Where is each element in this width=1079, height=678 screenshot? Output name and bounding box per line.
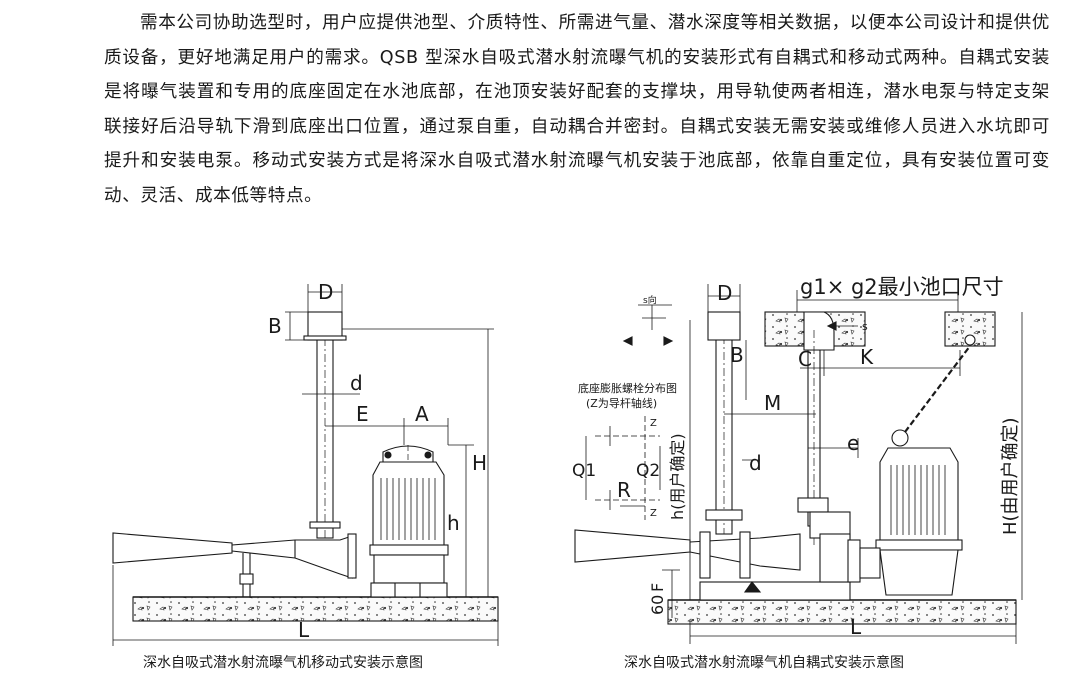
right-jet-nozzle: [574, 529, 691, 563]
left-label-d: d: [350, 371, 363, 395]
right-label-bolt-title: 底座膨胀螺栓分布图: [578, 381, 677, 395]
left-label-H: H: [472, 451, 487, 475]
right-label-R: R: [617, 478, 631, 502]
left-air-inlet-cap: [307, 311, 343, 341]
right-label-pit-size: g1× g2最小池口尺寸: [800, 275, 1004, 299]
left-label-h: h: [447, 511, 460, 535]
right-label-Z-bottom: Z: [650, 508, 657, 519]
left-jet-nozzle: [112, 532, 233, 564]
description-text: 需本公司协助选型时，用户应提供池型、介质特性、所需进气量、潜水深度等相关数据，以…: [104, 13, 1050, 206]
right-label-Q1: Q1: [572, 461, 596, 481]
right-label-Z-top: Z: [650, 418, 657, 429]
right-installation-diagram: [574, 284, 1023, 644]
right-diagram-caption: 深水自吸式潜水射流曝气机自耦式安装示意图: [624, 654, 904, 671]
right-label-B: B: [730, 343, 744, 367]
right-ground-slab: [667, 599, 1017, 625]
left-label-L: L: [298, 618, 310, 642]
left-diagram-caption: 深水自吸式潜水射流曝气机移动式安装示意图: [143, 654, 423, 671]
right-label-M: M: [764, 391, 781, 415]
right-label-bolt-subtitle: (Z为导杆轴线): [586, 396, 657, 410]
right-label-h-user: h(用户确定): [668, 433, 687, 520]
left-dimension-labels: D B d E A H h L: [268, 280, 487, 642]
right-label-d: d: [749, 451, 762, 475]
right-air-inlet-cap: [707, 311, 741, 341]
right-label-60: 60: [648, 595, 667, 615]
right-label-K: K: [860, 345, 874, 369]
right-label-F: F: [648, 583, 667, 592]
left-label-A: A: [415, 402, 429, 426]
left-label-B: B: [268, 314, 282, 338]
right-label-s-direction: s向: [643, 294, 657, 306]
right-label-C: C: [798, 347, 812, 371]
left-ground-slab: [132, 596, 499, 622]
right-label-e: e: [847, 431, 859, 455]
left-label-E: E: [356, 402, 369, 426]
right-label-H-user: H(由用户确定): [1000, 417, 1021, 535]
right-label-Q2: Q2: [636, 461, 660, 481]
right-label-D: D: [717, 281, 732, 305]
right-dimension-labels: g1× g2最小池口尺寸 s向 D s B C K M 底座膨胀螺栓分布图 (Z…: [572, 275, 1021, 639]
description-paragraph: 需本公司协助选型时，用户应提供池型、介质特性、所需进气量、潜水深度等相关数据，以…: [104, 6, 1050, 213]
right-label-L: L: [850, 615, 862, 639]
left-installation-diagram: [112, 284, 499, 646]
left-label-D: D: [318, 280, 333, 304]
right-label-s: s: [862, 320, 868, 333]
